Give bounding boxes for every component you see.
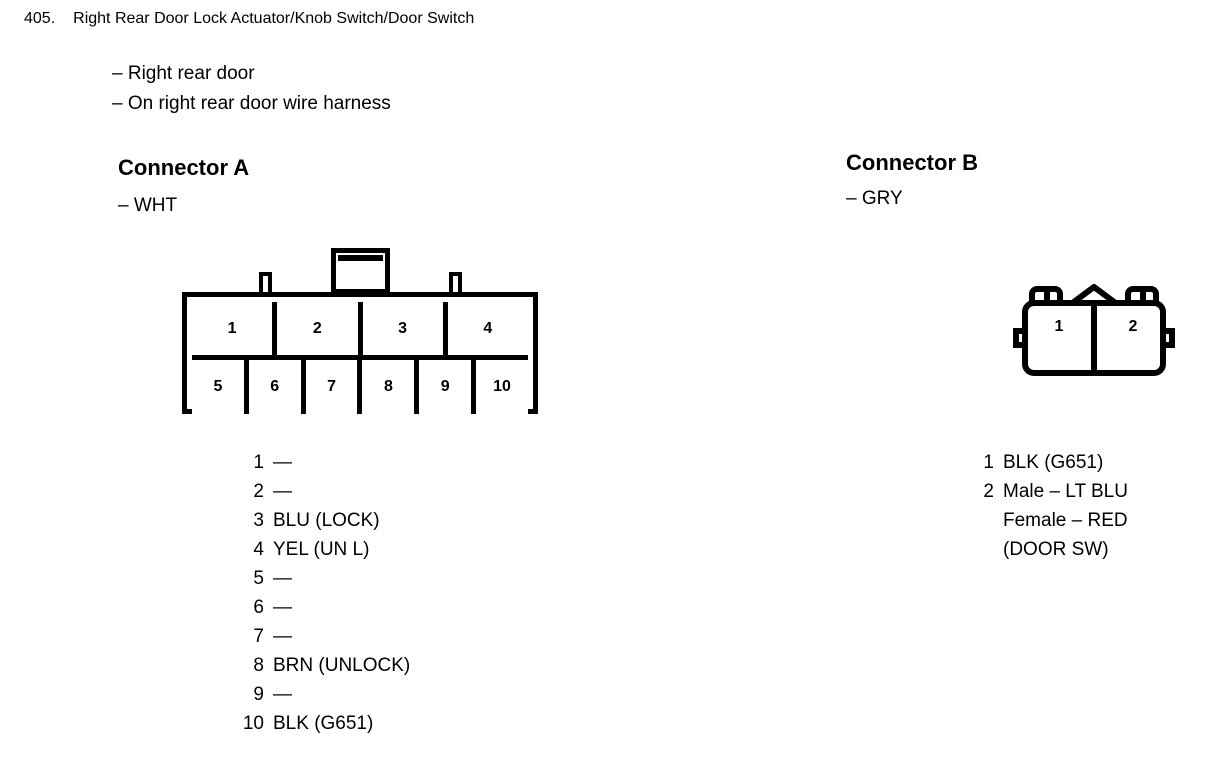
subtitle-line-1: – Right rear door	[112, 63, 255, 84]
connector-a-cell: 6	[248, 360, 306, 414]
connector-b-divider	[1091, 306, 1097, 370]
connector-a-cell: 8	[362, 360, 420, 414]
pin-number: 1	[253, 452, 264, 473]
title-text: Right Rear Door Lock Actuator/Knob Switc…	[73, 10, 475, 27]
pin-number: 7	[253, 626, 264, 647]
pin-row: 7 —	[232, 626, 532, 655]
pin-row: 3 BLU (LOCK)	[232, 510, 532, 539]
pin-label: —	[273, 452, 292, 473]
connector-a-body: 1 2 3 4 5 6 7 8 9 10	[182, 292, 538, 414]
pin-row: 8 BRN (UNLOCK)	[232, 655, 532, 684]
pin-number: 2	[983, 481, 994, 502]
connector-a-heading: Connector A	[118, 155, 250, 180]
connector-b-slot-right-bar	[1140, 290, 1146, 308]
connector-a-cell: 5	[192, 360, 249, 414]
subtitle-line-2: – On right rear door wire harness	[112, 93, 391, 114]
connector-b-cell: 2	[1128, 318, 1138, 335]
connector-a-color-label: – WHT	[118, 195, 178, 216]
pin-number: 1	[983, 452, 994, 473]
connector-b-cell: 1	[1054, 318, 1064, 335]
pin-row: 4 YEL (UN L)	[232, 539, 532, 568]
connector-a-center-tab-slot	[338, 255, 383, 261]
connector-a-pin-row-top: 1 2 3 4	[192, 302, 528, 360]
page-title: 405. Right Rear Door Lock Actuator/Knob …	[24, 10, 1194, 28]
pin-label: BLK (G651)	[1003, 452, 1104, 473]
connector-a-post-right	[449, 272, 462, 294]
pin-label: Male – LT BLU	[1003, 481, 1128, 502]
connector-a-post-left	[259, 272, 272, 294]
pin-number: 5	[253, 568, 264, 589]
pin-row: 5 —	[232, 568, 532, 597]
pin-label: BRN (UNLOCK)	[273, 655, 411, 676]
pin-label: —	[273, 626, 292, 647]
pin-row: 6 —	[232, 597, 532, 626]
pin-row: 1 BLK (G651)	[962, 452, 1216, 481]
pin-number: 6	[253, 597, 264, 618]
pin-label: —	[273, 597, 292, 618]
pin-label: —	[273, 568, 292, 589]
pin-label: BLK (G651)	[273, 713, 374, 734]
pin-number: 9	[253, 684, 264, 705]
pin-label: BLU (LOCK)	[273, 510, 380, 531]
connector-b-tab-right	[1163, 328, 1175, 348]
connector-a-cell: 4	[447, 302, 528, 355]
pin-number: 2	[253, 481, 264, 502]
connector-a-cell: 9	[419, 360, 477, 414]
connector-b-color-label: – GRY	[846, 188, 903, 209]
pin-label: YEL (UN L)	[273, 539, 370, 560]
pin-label-continuation: Female – RED	[1003, 510, 1128, 531]
connector-b-heading: Connector B	[846, 150, 978, 175]
pin-row: 9 —	[232, 684, 532, 713]
pin-number: 4	[253, 539, 264, 560]
pin-label: —	[273, 481, 292, 502]
pin-row: 2 —	[232, 481, 532, 510]
pin-number: 8	[253, 655, 264, 676]
pin-row: 2 Male – LT BLU	[962, 481, 1216, 510]
pin-label: —	[273, 684, 292, 705]
pin-number: 10	[242, 713, 264, 734]
connector-a-diagram: 1 2 3 4 5 6 7 8 9 10	[182, 246, 542, 416]
connector-b-pin-list: 1 BLK (G651) 2 Male – LT BLU Female – RE…	[962, 452, 1216, 568]
connector-b-slot-left-bar	[1044, 290, 1050, 308]
connector-a-cell: 2	[277, 302, 363, 355]
connector-a-cell: 10	[476, 360, 528, 414]
connector-a-pin-row-bottom: 5 6 7 8 9 10	[192, 360, 528, 414]
pin-label-continuation: (DOOR SW)	[1003, 539, 1109, 560]
connector-a-pin-list: 1 — 2 — 3 BLU (LOCK) 4 YEL (UN L) 5 — 6 …	[232, 452, 532, 742]
connector-b-diagram: 1 2	[1013, 284, 1175, 380]
pin-number: 3	[253, 510, 264, 531]
connector-a-cell: 1	[192, 302, 278, 355]
connector-a-cell: 3	[362, 302, 448, 355]
title-number: 405.	[24, 10, 56, 27]
pin-row: 1 —	[232, 452, 532, 481]
connector-a-cell: 7	[305, 360, 363, 414]
pin-row: 10 BLK (G651)	[232, 713, 532, 742]
